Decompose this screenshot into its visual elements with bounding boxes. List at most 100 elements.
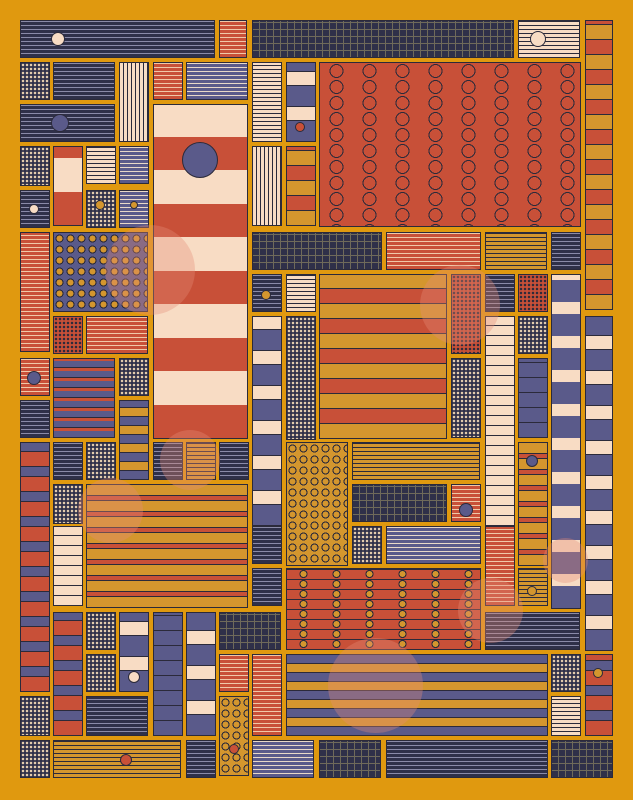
pattern-tile — [518, 358, 548, 438]
pattern-tile — [286, 146, 316, 226]
pattern-tile — [20, 400, 50, 438]
pattern-tile — [186, 612, 216, 736]
pattern-tile — [485, 526, 515, 606]
pattern-tile — [119, 358, 149, 396]
pattern-tile — [53, 740, 181, 778]
pattern-tile — [252, 146, 282, 226]
circle-accent — [29, 204, 39, 214]
pattern-tile — [451, 274, 481, 354]
pattern-tile — [252, 20, 514, 58]
circle-accent — [27, 371, 41, 385]
pattern-tile — [485, 612, 580, 650]
circle-accent — [593, 668, 603, 678]
pattern-tile — [252, 568, 282, 606]
pattern-tile — [219, 612, 281, 650]
circle-accent — [120, 754, 132, 766]
pattern-tile — [186, 740, 216, 778]
pattern-tile — [319, 62, 581, 227]
pattern-tile — [585, 316, 613, 651]
circle-accent — [527, 586, 537, 596]
pattern-tile — [20, 146, 50, 186]
pattern-tile — [485, 274, 515, 312]
pattern-tile — [252, 526, 282, 564]
pattern-tile — [252, 62, 282, 142]
pattern-tile — [252, 316, 282, 526]
circle-accent — [182, 142, 218, 178]
pattern-tile — [319, 274, 447, 439]
pattern-tile — [86, 146, 116, 184]
circle-accent — [229, 744, 239, 754]
pattern-tile — [53, 316, 83, 354]
pattern-tile — [119, 400, 149, 480]
pattern-tile — [485, 232, 547, 270]
pattern-tile — [219, 20, 247, 58]
pattern-tile — [386, 526, 481, 564]
circle-accent — [51, 114, 69, 132]
pattern-tile — [352, 442, 480, 480]
pattern-tile — [86, 484, 248, 608]
pattern-tile — [53, 612, 83, 736]
circle-accent — [128, 671, 140, 683]
pattern-tile — [319, 740, 381, 778]
pattern-tile — [585, 654, 613, 736]
pattern-tile — [20, 20, 215, 58]
pattern-tile — [551, 740, 613, 778]
circle-accent — [130, 201, 138, 209]
pattern-tile — [153, 442, 183, 480]
pattern-tile — [219, 696, 249, 776]
circle-accent — [295, 122, 305, 132]
pattern-tile — [20, 740, 50, 778]
pattern-tile — [53, 526, 83, 606]
pattern-tile — [53, 442, 83, 480]
pattern-tile — [53, 232, 148, 312]
pattern-tile — [352, 484, 447, 522]
pattern-tile — [86, 654, 116, 692]
pattern-tile — [252, 654, 282, 736]
pattern-tile — [286, 316, 316, 440]
pattern-tile — [53, 484, 83, 524]
pattern-tile — [386, 232, 481, 270]
pattern-tile — [186, 442, 216, 480]
pattern-tile — [252, 740, 314, 778]
pattern-tile — [219, 442, 249, 480]
pattern-tile — [186, 62, 248, 100]
pattern-tile — [86, 442, 116, 480]
circle-accent — [261, 290, 271, 300]
pattern-tile — [119, 190, 149, 228]
pattern-tile — [386, 740, 548, 778]
pattern-tile — [20, 232, 50, 352]
pattern-tile — [286, 568, 481, 650]
pattern-tile — [286, 274, 316, 312]
pattern-tile — [551, 274, 581, 609]
circle-accent — [459, 503, 473, 517]
pattern-tile — [286, 442, 348, 566]
pattern-tile — [551, 696, 581, 736]
pattern-tile — [153, 62, 183, 100]
pattern-tile — [485, 316, 515, 526]
pattern-tile — [119, 62, 149, 142]
circle-accent — [95, 200, 105, 210]
pattern-tile — [518, 316, 548, 354]
pattern-tile — [53, 146, 83, 226]
pattern-tile — [53, 62, 115, 100]
pattern-tile — [20, 62, 50, 100]
pattern-tile — [20, 696, 50, 736]
pattern-tile — [451, 358, 481, 438]
pattern-tile — [286, 654, 548, 736]
pattern-tile — [551, 232, 581, 270]
circle-accent — [51, 32, 65, 46]
pattern-tile — [20, 442, 50, 692]
pattern-tile — [518, 20, 580, 58]
circle-accent — [526, 455, 538, 467]
pattern-tile — [119, 146, 149, 184]
pattern-tile — [86, 696, 148, 736]
pattern-tile — [352, 526, 382, 564]
circle-accent — [530, 31, 546, 47]
pattern-tile — [219, 654, 249, 692]
pattern-tile — [153, 612, 183, 736]
pattern-tile — [585, 20, 613, 310]
pattern-tile — [551, 654, 581, 692]
pattern-tile — [518, 274, 548, 312]
pattern-tile — [86, 316, 148, 354]
